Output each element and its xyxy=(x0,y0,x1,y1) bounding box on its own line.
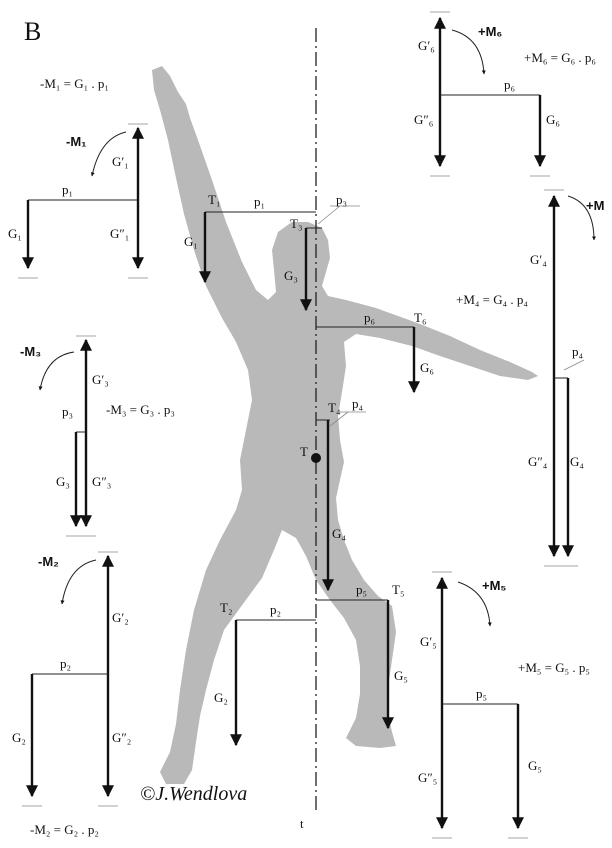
diag4-G: G₄ xyxy=(570,454,584,469)
diag5-G-up: G′₅ xyxy=(420,634,437,649)
point-T: T xyxy=(300,444,308,459)
diag1-p: p₁ xyxy=(62,182,73,197)
diag3-G-down: G″₃ xyxy=(92,474,111,489)
equation-2: -M₂ = G₂ . p₂ xyxy=(30,822,99,837)
label-p3: p₃ xyxy=(336,192,347,207)
label-G5: G₅ xyxy=(394,668,408,683)
point-T3: T₃ xyxy=(290,216,302,231)
point-T1: T₁ xyxy=(208,192,220,207)
moment-diagram-3: -M₃ p₃ -M₃ = G₃ . p₃ G′₃ G₃ G″₃ xyxy=(20,335,175,537)
moment-diagram-5: +M₅ +M₅ = G₅ . p₅ p₅ G′₅ G″₅ G₅ xyxy=(418,571,590,839)
diag5-G-down: G″₅ xyxy=(418,770,437,785)
label-G3: G₃ xyxy=(284,268,298,283)
diag4-p: p₄ xyxy=(572,344,584,359)
equation-4: +M₄ = G₄ . p₄ xyxy=(456,292,528,307)
diag1-G-up: G′₁ xyxy=(112,154,129,169)
diag2-G-up: G′₂ xyxy=(112,610,129,625)
equation-6: +M₆ = G₆ . p₆ xyxy=(524,50,596,65)
moment-label-3: -M₃ xyxy=(20,344,41,359)
moment-label-1: -M₁ xyxy=(66,134,87,149)
point-T5: T₅ xyxy=(392,582,404,597)
diag3-p: p₃ xyxy=(62,404,73,419)
body-segment-6: p₆ T₆ G₆ xyxy=(316,310,434,394)
label-p4: p₄ xyxy=(352,396,364,411)
author-signature: ©J.Wendlova xyxy=(140,783,247,805)
point-T4: T₄ xyxy=(328,400,341,415)
label-p2: p₂ xyxy=(270,602,281,617)
diag6-p: p₆ xyxy=(504,77,515,92)
body-segment-5: p₅ T₅ G₅ xyxy=(316,582,408,730)
diag1-G: G₁ xyxy=(8,226,22,241)
body-segment-4: T T₄ p₄ G₄ xyxy=(300,396,366,592)
moment-diagram-4: +M +M₄ = G₄ . p₄ p₄ G′₄ G″₄ G₄ xyxy=(456,189,604,567)
diag2-G: G₂ xyxy=(12,730,26,745)
diag4-G-up: G′₄ xyxy=(530,252,547,267)
moment-diagram-6: G′₆ +M₆ +M₆ = G₆ . p₆ p₆ G″₆ G₆ xyxy=(414,11,596,177)
equation-3: -M₃ = G₃ . p₃ xyxy=(106,402,175,417)
axis-label-t: t xyxy=(300,816,304,831)
panel-letter: B xyxy=(24,17,41,46)
label-G4: G₄ xyxy=(332,526,346,541)
diag5-p: p₅ xyxy=(476,686,487,701)
moment-diagram-2: -M₂ p₂ G₂ G′₂ G″₂ -M₂ = G₂ . p₂ xyxy=(12,551,131,837)
label-p1: p₁ xyxy=(254,194,265,209)
label-p6: p₆ xyxy=(364,310,375,325)
moment-label-4: +M xyxy=(586,198,604,213)
body-segment-3: T₃ p₃ G₃ xyxy=(284,192,360,312)
diag1-G-down: G″₁ xyxy=(110,226,129,241)
diag5-G: G₅ xyxy=(528,758,542,773)
diag2-p: p₂ xyxy=(60,656,71,671)
center-of-gravity-dot xyxy=(311,453,321,463)
moment-label-5: +M₅ xyxy=(482,578,506,593)
label-G2: G₂ xyxy=(214,690,228,705)
diag2-G-down: G″₂ xyxy=(112,730,131,745)
moment-diagram-1: -M₁ = G₁ . p₁ -M₁ p₁ G₁ G′₁ G″₁ xyxy=(8,76,148,279)
moment-label-6: +M₆ xyxy=(478,24,502,39)
diag6-G: G₆ xyxy=(546,112,560,127)
diag6-G-down: G″₆ xyxy=(414,112,433,127)
human-silhouette xyxy=(152,66,538,784)
moment-label-2: -M₂ xyxy=(38,554,59,569)
point-T6: T₆ xyxy=(414,310,426,325)
diag3-G: G₃ xyxy=(56,474,70,489)
diag4-G-down: G″₄ xyxy=(528,454,548,469)
equation-1: -M₁ = G₁ . p₁ xyxy=(40,76,109,91)
body-segment-2: T₂ p₂ G₂ xyxy=(214,600,316,747)
equation-5: +M₅ = G₅ . p₅ xyxy=(518,660,590,675)
label-p5: p₅ xyxy=(356,582,367,597)
label-G1: G₁ xyxy=(184,234,198,249)
diag6-G-up: G′₆ xyxy=(418,38,435,53)
point-T2: T₂ xyxy=(220,600,232,615)
label-G6: G₆ xyxy=(420,360,434,375)
diag3-G-up: G′₃ xyxy=(92,372,109,387)
body-segment-1: T₁ p₁ G₁ xyxy=(184,192,316,284)
